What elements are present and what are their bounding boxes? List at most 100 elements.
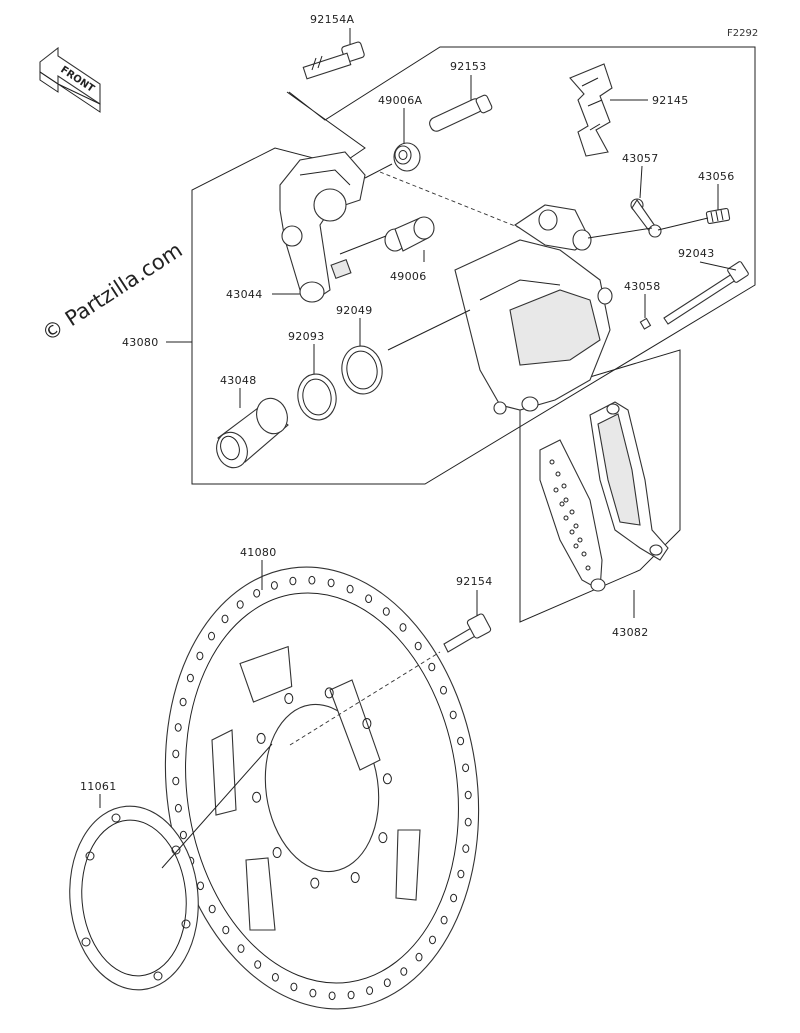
disc-vent-hole <box>365 594 373 604</box>
disc-vent-hole <box>400 967 408 976</box>
disc-vent-hole <box>450 893 458 903</box>
disc-vent-hole <box>172 776 180 786</box>
callout-92093: 92093 <box>288 330 325 343</box>
disc-vent-hole <box>308 575 316 585</box>
hub-bolt-hole <box>378 832 388 844</box>
disc-vent-hole <box>271 973 279 982</box>
callout-11061: 11061 <box>80 780 117 793</box>
disc-vent-hole <box>221 614 229 624</box>
disc-vent-hole <box>179 830 187 840</box>
callout-49006: 49006 <box>390 270 427 283</box>
callout-92049: 92049 <box>336 304 373 317</box>
link-43057 <box>630 198 662 238</box>
callout-92154a: 92154A <box>310 13 354 26</box>
disc-vent-hole <box>309 988 317 998</box>
bolt-92154a <box>302 41 365 80</box>
hub-bolt-hole <box>256 732 266 744</box>
brake-pad-inner <box>539 439 606 592</box>
gasket-11061 <box>69 805 199 991</box>
disc-vent-hole <box>414 641 422 651</box>
disc-bolt-axis <box>289 651 441 746</box>
disc-vent-hole <box>172 749 180 759</box>
disc-vent-hole <box>464 790 472 800</box>
callout-43056: 43056 <box>698 170 735 183</box>
callout-92145: 92145 <box>652 94 689 107</box>
bolt-92154 <box>443 613 492 653</box>
bleeder-43056 <box>705 207 731 225</box>
disc-vent-hole <box>464 817 472 827</box>
bushing-49006a <box>393 142 421 172</box>
disc-vent-hole <box>449 710 457 720</box>
nut-43058 <box>639 317 652 330</box>
hub-bolt-hole <box>252 791 262 803</box>
disc-vent-hole <box>382 607 390 616</box>
disc-vent-hole <box>174 803 182 813</box>
pin-92153 <box>429 94 493 132</box>
disc-vent-hole <box>347 990 355 1000</box>
callout-43048: 43048 <box>220 374 257 387</box>
brake-disc-41080 <box>164 566 480 1010</box>
disc-vent-hole <box>415 952 423 962</box>
disc-vent-hole <box>270 581 278 590</box>
disc-vent-hole <box>457 869 465 879</box>
brake-pad-outer <box>589 401 669 561</box>
hub-bolt-hole <box>310 877 320 889</box>
disc-vent-hole <box>254 960 262 969</box>
disc-vent-hole <box>328 991 336 1001</box>
disc-vent-hole <box>290 982 298 992</box>
watermark: © Partzilla.com <box>38 238 187 346</box>
hub-bolt-hole <box>272 847 282 858</box>
disc-vent-hole <box>366 986 374 995</box>
disc-vent-hole <box>196 651 204 661</box>
seal-92049 <box>341 345 383 395</box>
disc-vent-hole <box>208 904 216 914</box>
disc-vent-hole <box>327 578 335 588</box>
disc-vent-hole <box>440 685 447 695</box>
hub-bolt-hole <box>324 687 334 699</box>
callout-92043: 92043 <box>678 247 715 260</box>
hub-bolt-hole <box>350 872 360 883</box>
caliper-axis <box>379 171 521 229</box>
disc-vent-hole <box>222 925 230 935</box>
disc-vent-hole <box>462 763 470 773</box>
hub-bolt-hole <box>382 773 392 785</box>
disc-vent-hole <box>179 697 187 707</box>
piston-43048 <box>216 397 289 469</box>
disc-vent-hole <box>236 600 244 609</box>
disc-vent-hole <box>346 584 354 594</box>
disc-vent-hole <box>429 935 436 945</box>
callout-43044: 43044 <box>226 288 263 301</box>
hub-bolt-hole <box>284 693 294 704</box>
disc-vent-hole <box>457 736 465 746</box>
callout-92153: 92153 <box>450 60 487 73</box>
disc-vent-hole <box>186 673 194 683</box>
disc-vent-hole <box>174 723 182 732</box>
callout-43058: 43058 <box>624 280 661 293</box>
seal-92093 <box>297 373 337 421</box>
disc-vent-hole <box>289 576 297 586</box>
bracket-43044 <box>279 151 366 303</box>
bushing-49006 <box>384 216 435 252</box>
disc-vent-hole <box>399 623 407 632</box>
callout-43080: 43080 <box>122 336 159 349</box>
callout-43082: 43082 <box>612 626 649 639</box>
disc-vent-hole <box>237 944 245 953</box>
callout-41080: 41080 <box>240 546 277 559</box>
front-arrow-icon: FRONT <box>39 46 101 113</box>
callout-92154: 92154 <box>456 575 493 588</box>
disc-vent-hole <box>440 915 448 925</box>
callout-43057: 43057 <box>622 152 659 165</box>
clip-92145 <box>569 63 613 157</box>
pin-92043 <box>663 261 749 325</box>
callout-49006a: 49006A <box>378 94 422 107</box>
figure-ref: F2292 <box>727 28 758 39</box>
leader-lines <box>99 28 737 869</box>
disc-vent-hole <box>383 978 391 988</box>
hub-bolt-hole <box>362 718 372 729</box>
disc-vent-hole <box>253 589 261 598</box>
caliper-body <box>454 204 613 415</box>
disc-vent-hole <box>208 631 215 641</box>
disc-vent-hole <box>462 844 470 853</box>
disc-vent-hole <box>428 662 436 672</box>
